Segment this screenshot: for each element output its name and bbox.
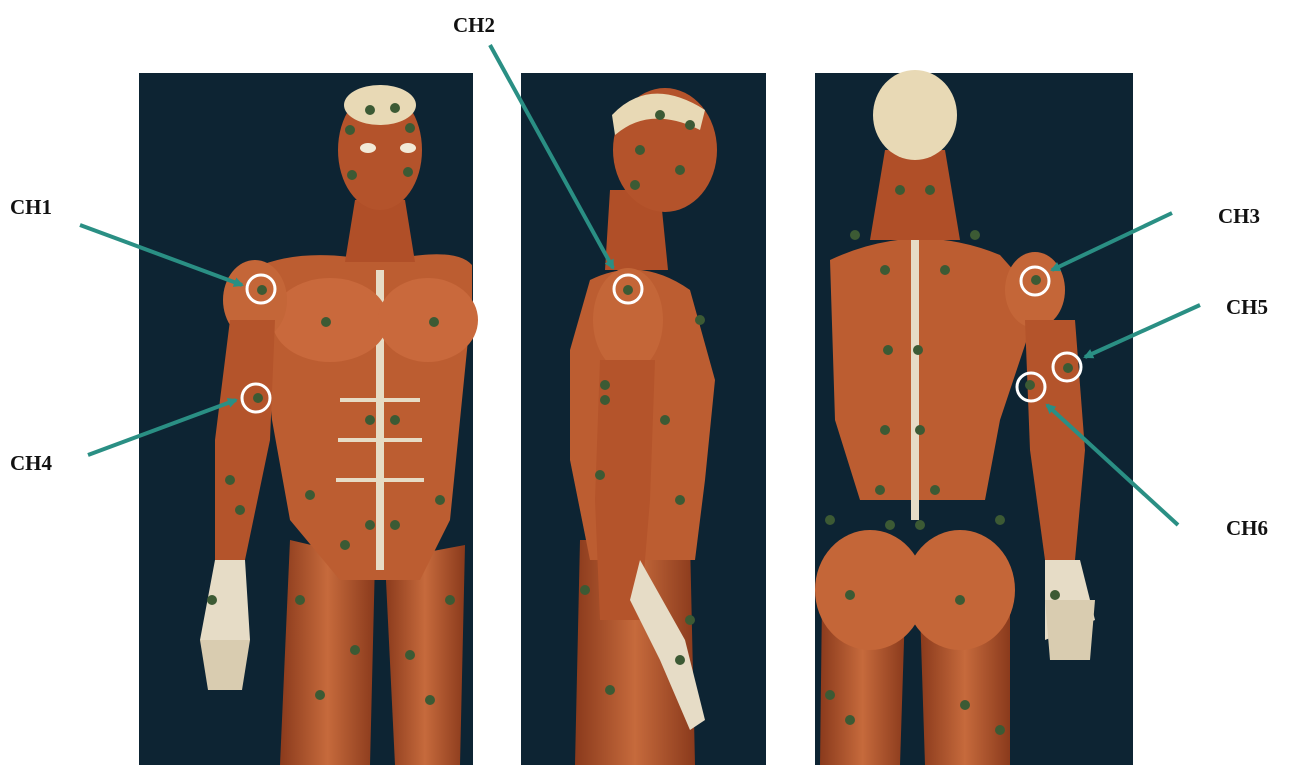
ch6-label: CH6 [1226,518,1268,539]
side-view-panel [521,73,766,765]
ch4-label: CH4 [10,453,52,474]
ch2-label: CH2 [453,15,495,36]
ch3-label: CH3 [1218,206,1260,227]
back-view-panel [815,70,1133,765]
ch1-label: CH1 [10,197,52,218]
ch5-label: CH5 [1226,297,1268,318]
